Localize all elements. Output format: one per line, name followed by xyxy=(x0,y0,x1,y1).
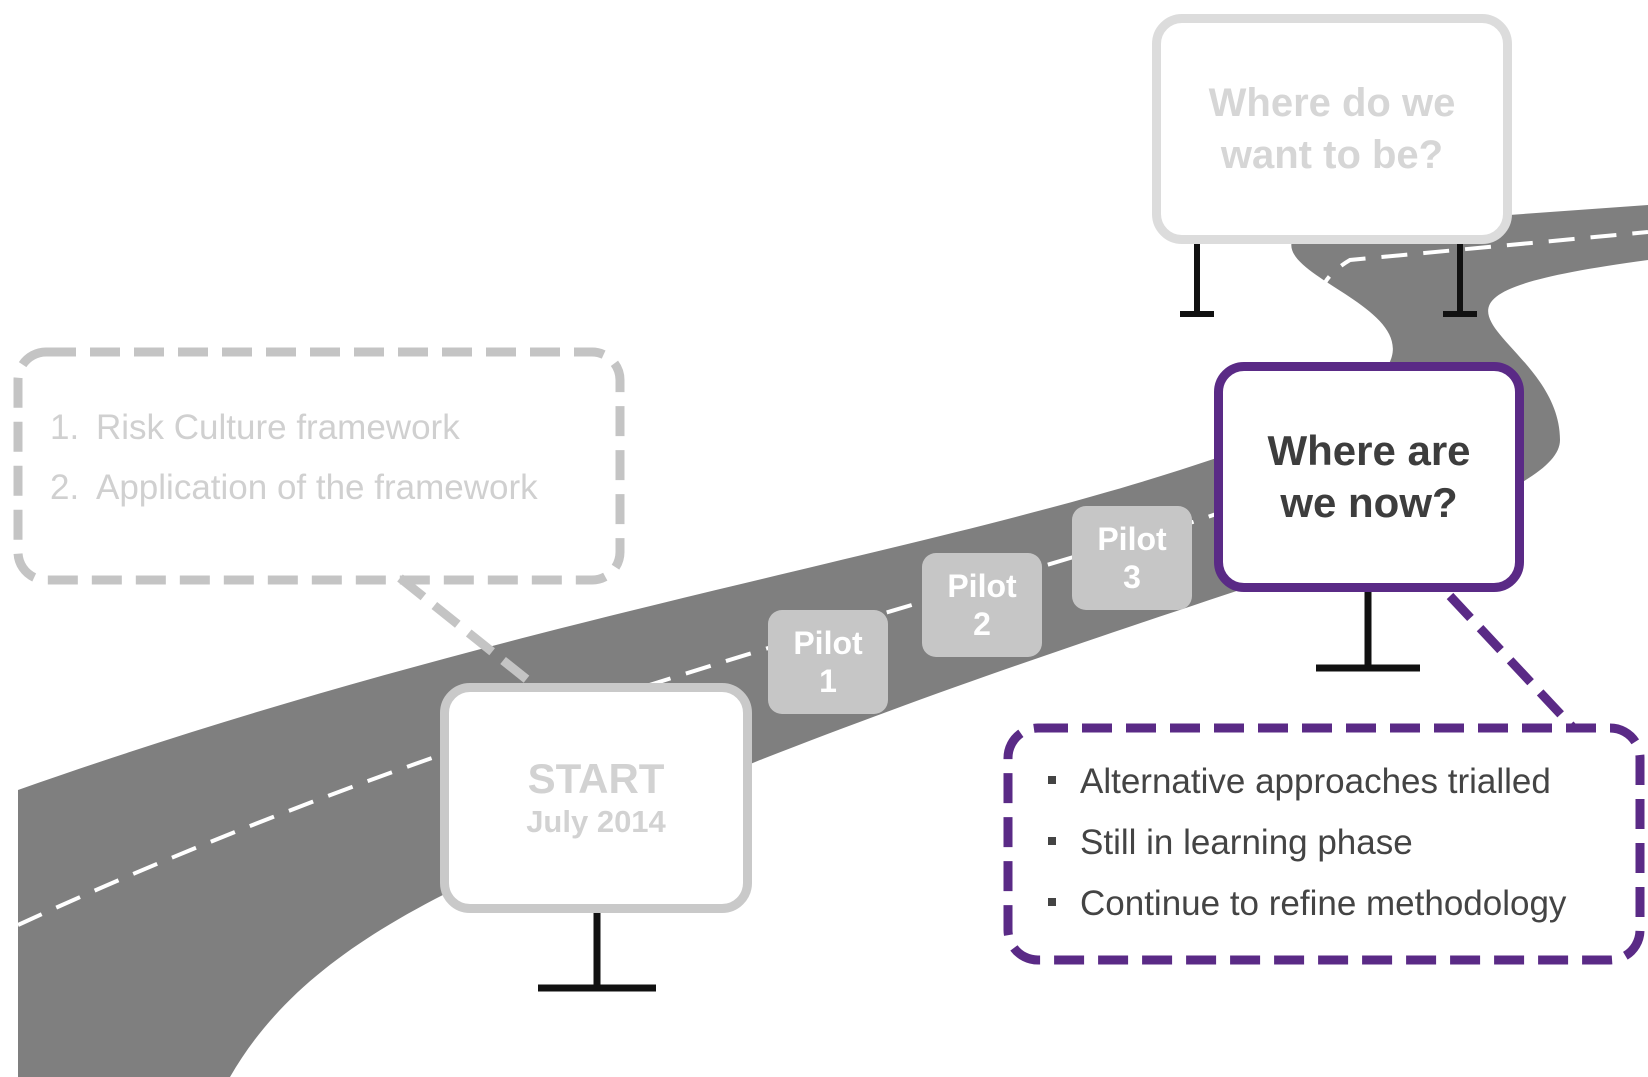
status-item: Still in learning phase xyxy=(1048,823,1413,863)
sign-post-now xyxy=(1316,592,1420,672)
scope-item-text: Risk Culture framework xyxy=(96,408,460,447)
pilot-3-number: 3 xyxy=(1123,559,1141,595)
status-callout: Alternative approaches trialled Still in… xyxy=(1008,728,1640,960)
scope-callout: 1. Risk Culture framework 2. Application o… xyxy=(22,352,616,584)
pilot-2-marker: Pilot 2 xyxy=(922,553,1042,657)
sign-future-line2: want to be? xyxy=(1220,133,1444,177)
sign-start-subtitle: July 2014 xyxy=(526,804,666,839)
sign-start-title: START xyxy=(527,755,665,802)
pilot-2-number: 2 xyxy=(973,606,991,642)
status-item: Alternative approaches trialled xyxy=(1048,762,1551,802)
scope-callout-border xyxy=(13,347,625,585)
pilot-2-label: Pilot xyxy=(947,568,1017,604)
sign-post-future-right xyxy=(1443,240,1477,317)
pilot-3-marker: Pilot 3 xyxy=(1072,506,1192,610)
scope-item: 2. Application of the framework xyxy=(50,468,538,508)
sign-now-line2: we now? xyxy=(1280,479,1458,526)
sign-post-start xyxy=(538,913,656,992)
square-bullet-icon xyxy=(1048,897,1056,906)
scope-item: 1. Risk Culture framework xyxy=(50,408,460,448)
square-bullet-icon xyxy=(1048,775,1056,784)
status-callout-pointer xyxy=(1446,592,1584,739)
scope-item-number: 2. xyxy=(50,468,80,507)
status-item-text: Alternative approaches trialled xyxy=(1080,762,1551,801)
status-item: Continue to refine methodology xyxy=(1048,884,1566,924)
sign-future-line1: Where do we xyxy=(1208,81,1456,125)
sign-where-are-we-now: Where are we now? xyxy=(1214,362,1524,592)
pilot-3-label: Pilot xyxy=(1097,521,1167,557)
pilot-1-label: Pilot xyxy=(793,625,863,661)
status-item-text: Still in learning phase xyxy=(1080,823,1413,862)
scope-callout-pointer xyxy=(397,574,543,694)
pilot-1-marker: Pilot 1 xyxy=(768,610,888,714)
status-item-text: Continue to refine methodology xyxy=(1080,884,1567,923)
scope-item-text: Application of the framework xyxy=(96,468,538,507)
sign-where-do-we-want-to-be: Where do we want to be? xyxy=(1152,14,1512,244)
sign-start: START July 2014 xyxy=(440,683,752,913)
square-bullet-icon xyxy=(1048,836,1056,845)
sign-now-line1: Where are xyxy=(1267,427,1471,474)
pilot-1-number: 1 xyxy=(819,663,837,699)
status-callout-border xyxy=(1003,723,1645,965)
scope-item-number: 1. xyxy=(50,408,80,447)
sign-post-future-left xyxy=(1180,240,1214,317)
